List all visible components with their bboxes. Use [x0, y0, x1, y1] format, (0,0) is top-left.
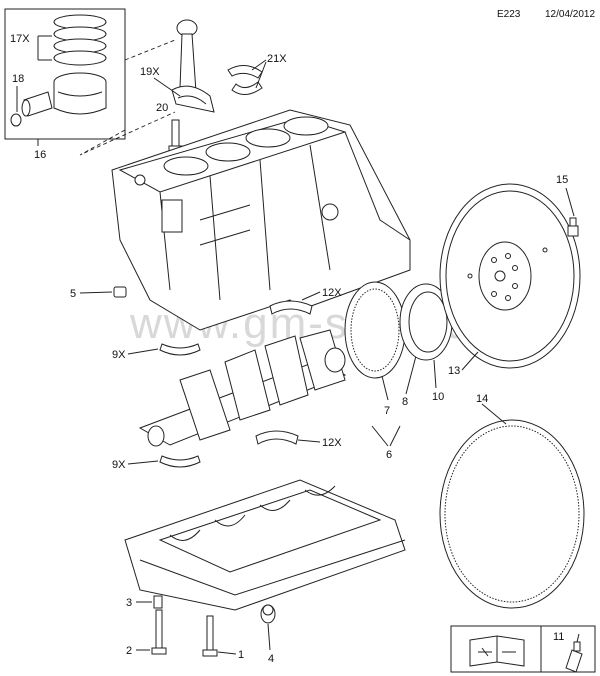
- callout-13: 13: [448, 365, 460, 377]
- connecting-rod: [171, 19, 215, 113]
- callout-15: 15: [556, 174, 568, 186]
- main-bearing-lower-bottom: [159, 455, 201, 468]
- callout-5: 5: [70, 288, 76, 300]
- bolt-1: [202, 615, 218, 657]
- leader-19x: [153, 77, 181, 97]
- main-bearing-lower-top: [159, 343, 201, 356]
- service-manual-icon: [469, 635, 525, 667]
- piston-inset-frame: [4, 8, 126, 140]
- leader-10: [433, 359, 437, 389]
- callout-21x: 21X: [267, 53, 287, 65]
- callout-2: 2: [126, 645, 132, 657]
- bolt-15: [567, 217, 579, 237]
- diagram-code: E223: [497, 9, 521, 20]
- piston-rings: [53, 14, 107, 66]
- flexplate: [439, 183, 581, 369]
- leader-5: [79, 291, 113, 294]
- callout-9x-bottom: 9X: [112, 459, 126, 471]
- leader-12x-top: [301, 291, 321, 301]
- callout-9x-top: 9X: [112, 349, 126, 361]
- callout-8: 8: [402, 396, 408, 408]
- bolt-2: [151, 609, 167, 655]
- callout-12x-top: 12X: [322, 287, 342, 299]
- main-bearing-upper-bottom: [255, 430, 299, 445]
- piston: [53, 72, 107, 115]
- callout-7: 7: [384, 405, 390, 417]
- callout-17x: 17X: [10, 33, 30, 45]
- crankshaft: [138, 329, 347, 447]
- leader-13: [461, 351, 479, 371]
- callout-16: 16: [34, 149, 46, 161]
- sealant-tube-icon: [565, 633, 583, 673]
- callout-20: 20: [156, 102, 168, 114]
- ring-gear: [439, 419, 585, 609]
- legend-box: 11: [450, 625, 596, 673]
- callout-3: 3: [126, 597, 132, 609]
- rear-main-seal: [399, 283, 453, 361]
- leader-15: [565, 187, 575, 217]
- leader-8: [405, 355, 417, 395]
- leader-7: [381, 375, 389, 401]
- bedplate: [124, 479, 406, 611]
- leader-21x: [251, 59, 267, 89]
- piston-pin: [21, 91, 53, 117]
- callout-10: 10: [432, 391, 444, 403]
- leader-14: [481, 403, 507, 425]
- rod-bearings: [227, 65, 263, 95]
- plug-5: [113, 286, 127, 298]
- diagram-date: 12/04/2012: [545, 9, 595, 20]
- callout-18: 18: [12, 73, 24, 85]
- callout-12x-bottom: 12X: [322, 437, 342, 449]
- leader-17x: [37, 35, 52, 61]
- leader-9x-top: [127, 348, 159, 355]
- callout-11: 11: [553, 631, 564, 643]
- callout-4: 4: [268, 653, 274, 665]
- leader-1: [217, 651, 237, 655]
- plug-4: [260, 604, 276, 624]
- leader-6: [371, 425, 401, 447]
- dashed-link: [79, 39, 176, 156]
- callout-14: 14: [476, 393, 488, 405]
- snap-ring: [10, 113, 22, 127]
- reluctor-ring: [344, 281, 406, 379]
- callout-6: 6: [386, 449, 392, 461]
- callout-19x: 19X: [140, 66, 160, 78]
- leader-4: [267, 623, 271, 651]
- leader-12x-bottom: [297, 439, 321, 443]
- leader-9x-bottom: [127, 460, 159, 465]
- bolt-3: [153, 595, 163, 609]
- callout-1: 1: [238, 649, 244, 661]
- main-bearing-upper: [269, 300, 313, 315]
